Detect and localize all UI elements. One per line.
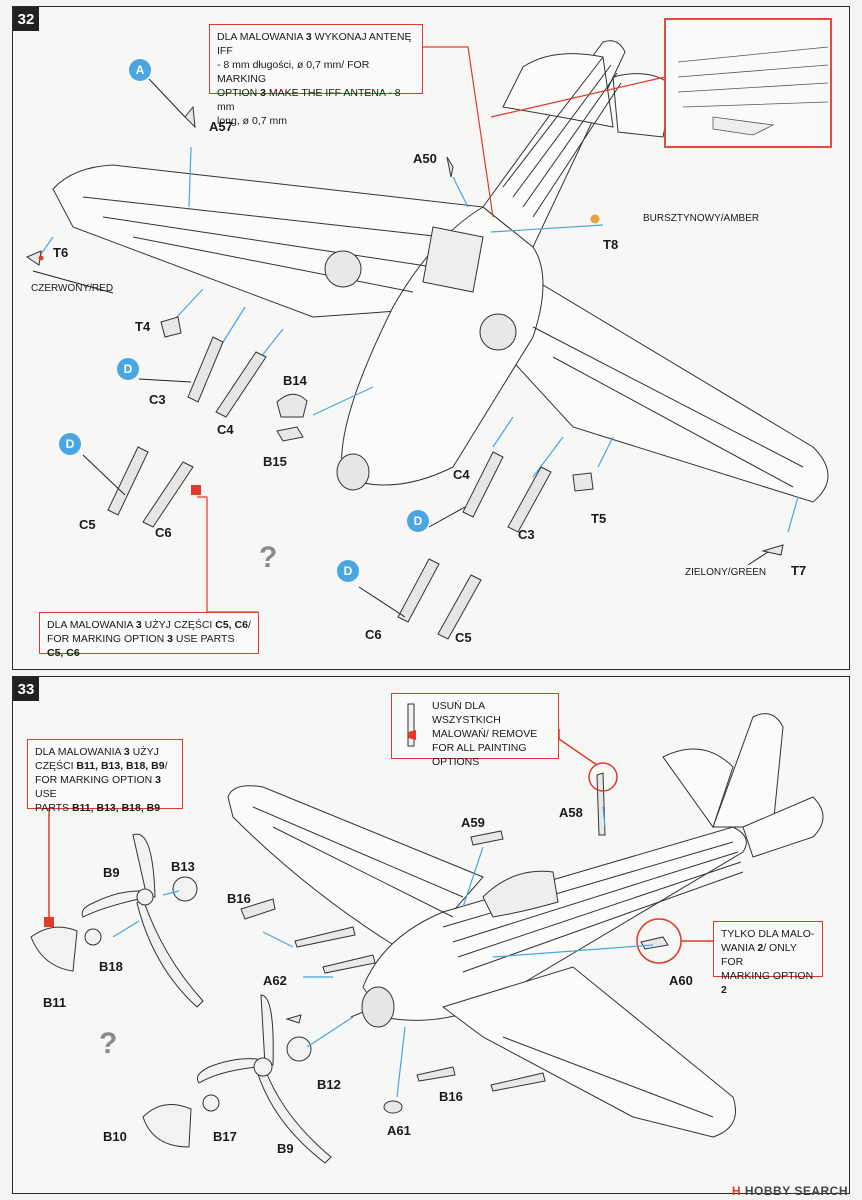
badge-a: A [129,59,151,81]
note-iff-antenna: DLA MALOWANIA 3 WYKONAJ ANTENĘ IFF - 8 m… [209,24,423,127]
question-mark: ? [259,541,278,574]
part-label: B9 [103,865,120,880]
part-label: A58 [559,805,583,820]
part-label: A61 [387,1123,411,1138]
part-label: B17 [213,1129,237,1144]
part-label: B13 [171,859,195,874]
color-label-red: CZERWONY/RED [31,283,114,294]
step-32-panel: 32 [12,6,850,670]
color-label-green: ZIELONY/GREEN [685,567,767,578]
badge-d: D [117,358,139,380]
part-label: C3 [149,392,166,407]
step-number: 32 [13,7,39,31]
part-label: A60 [669,973,693,988]
part-label: B9 [277,1141,294,1156]
part-label: T4 [135,319,151,334]
part-label: B14 [283,373,307,388]
part-label: B15 [263,454,287,469]
part-label: C6 [155,525,172,540]
step-33-panel: 33 [12,676,850,1194]
part-label: B11 [43,995,67,1010]
part-label: C3 [518,527,535,542]
step-number: 33 [13,677,39,701]
part-label: B18 [99,959,123,974]
part-label: A62 [263,973,287,988]
part-label: A59 [461,815,485,830]
watermark: H HOBBY SEARCH [731,1184,848,1198]
part-label: B10 [103,1129,127,1144]
note-remove-all: USUŃ DLA WSZYSTKICH MALOWAŃ/ REMOVE FOR … [391,693,559,768]
question-mark: ? [99,1027,118,1060]
part-label: T6 [53,245,69,260]
note-parts-c5-c6: DLA MALOWANIA 3 UŻYJ CZĘŚCI C5, C6/ FOR … [39,612,259,659]
badge-d: D [337,560,359,582]
note-parts-b: DLA MALOWANIA 3 UŻYJ CZĘŚCI B11, B13, B1… [27,739,183,814]
part-label: A57 [209,119,233,134]
note-only-option-2: TYLKO DLA MALO- WANIA 2/ ONLY FOR MARKIN… [713,921,823,996]
color-label-amber: BURSZTYNOWY/AMBER [643,213,760,224]
part-label: C6 [365,627,382,642]
part-label: A50 [413,151,437,166]
part-label: B12 [317,1077,341,1092]
part-label: B16 [439,1089,463,1104]
part-label: T8 [603,237,619,252]
part-label: C5 [455,630,472,645]
part-label: C5 [79,517,96,532]
part-label: B16 [227,891,251,906]
marking-option-marker [44,917,54,927]
part-label: C4 [217,422,234,437]
aircraft-top-view-drawing [30,713,824,1164]
aircraft-underside-drawing [25,18,832,640]
antenna-icon [407,703,416,747]
part-label: T7 [791,563,807,578]
marking-option-marker [191,485,201,495]
part-label: C4 [453,467,470,482]
badge-d: D [407,510,429,532]
hobby-search-logo-icon: H [731,1184,742,1198]
badge-d: D [59,433,81,455]
part-label: T5 [591,511,607,526]
